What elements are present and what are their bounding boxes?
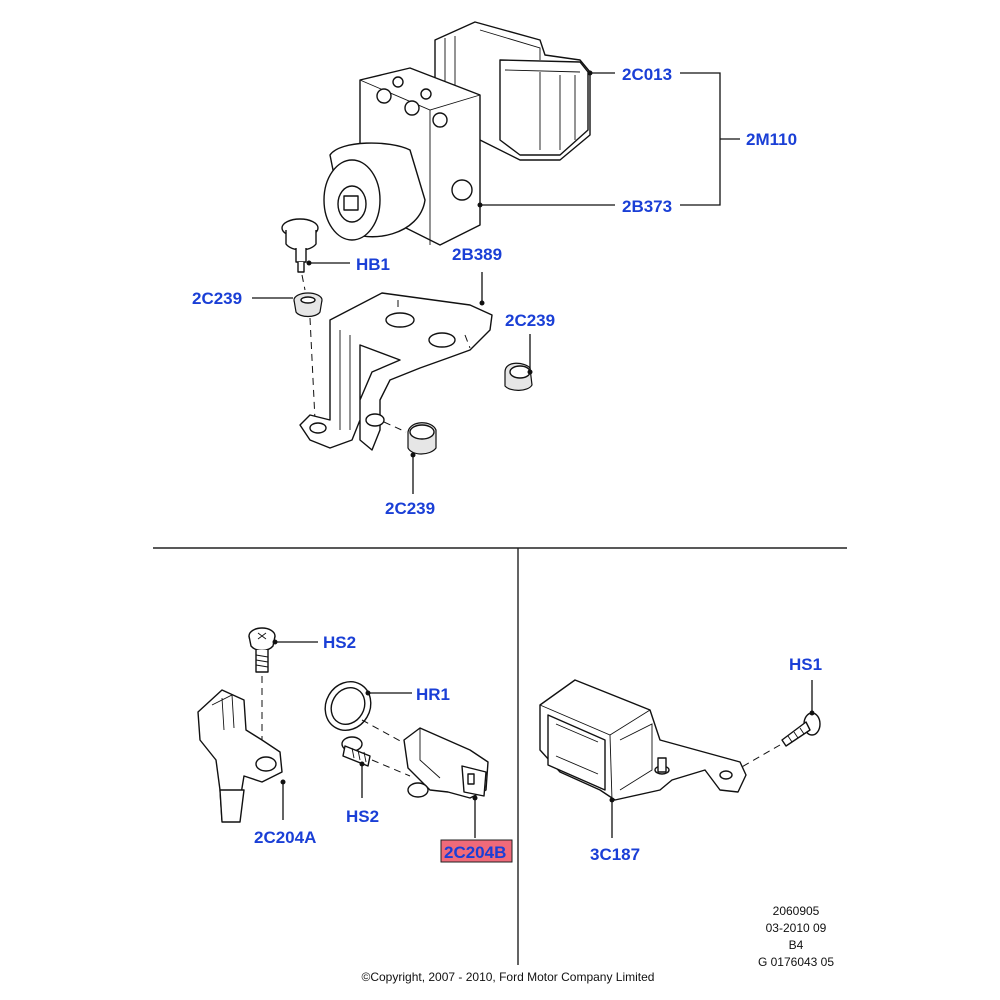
callout-2c013[interactable]: 2C013: [622, 65, 672, 84]
callout-2c204b[interactable]: 2C204B: [444, 843, 506, 862]
sensor-2c204b: [403, 727, 489, 838]
bracket-2b389: [299, 272, 493, 451]
sensor-module-3c187: [539, 679, 747, 838]
callout-hs1[interactable]: HS1: [789, 655, 822, 674]
copyright-notice: ©Copyright, 2007 - 2010, Ford Motor Comp…: [362, 970, 655, 984]
callout-hr1[interactable]: HR1: [416, 685, 450, 704]
bolt-hb1: [281, 218, 350, 273]
callout-2c239-left[interactable]: 2C239: [192, 289, 242, 308]
abs-pump-motor: [323, 142, 426, 241]
abs-module-assembly: [323, 21, 740, 246]
meta-line-2: 03-2010 09: [766, 921, 827, 935]
callout-2b389[interactable]: 2B389: [452, 245, 502, 264]
screw-hs2-top: [248, 627, 318, 740]
callout-2c239-bottom[interactable]: 2C239: [385, 499, 435, 518]
screw-hs1: [739, 680, 821, 769]
callout-2m110[interactable]: 2M110: [746, 130, 797, 149]
grommet-2c239-bottom: [383, 421, 437, 494]
meta-line-3: B4: [789, 938, 804, 952]
grommet-2c239-right: [504, 334, 533, 391]
callout-hs2-top[interactable]: HS2: [323, 633, 356, 652]
o-ring-hr1: [324, 681, 412, 743]
callout-2c239-right[interactable]: 2C239: [505, 311, 555, 330]
callout-2c204a[interactable]: 2C204A: [254, 828, 316, 847]
callout-2b373[interactable]: 2B373: [622, 197, 672, 216]
sensor-2c204a: [197, 689, 286, 823]
callout-hs2-bottom[interactable]: HS2: [346, 807, 379, 826]
callout-2c204b-highlight: [440, 839, 513, 863]
callout-hb1[interactable]: HB1: [356, 255, 390, 274]
meta-line-1: 2060905: [773, 904, 820, 918]
screw-hs2-bottom: [341, 736, 411, 798]
grommet-2c239-left: [252, 274, 323, 421]
meta-line-4: G 0176043 05: [758, 955, 834, 969]
callout-3c187[interactable]: 3C187: [590, 845, 640, 864]
